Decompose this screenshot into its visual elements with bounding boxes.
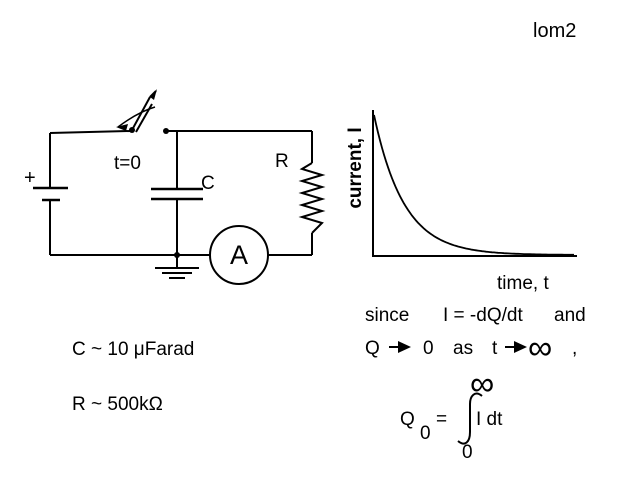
q-symbol: Q [365,338,380,359]
capacitor-label: C [201,173,215,194]
as-word: as [453,338,473,359]
explanation-text: since I = -dQ/dt and Q 0 as t ∞ , [365,305,586,367]
ammeter-circle [209,225,269,285]
integral-lhs-subscript: 0 [420,423,431,444]
capacitance-value: C ~ 10 μFarad [72,339,194,360]
wire-top-left [49,130,131,134]
switch-label: t=0 [114,153,141,174]
current-vs-time-graph: current, I time, t [345,110,577,294]
graph-ylabel: current, I [345,127,366,208]
decay-curve [373,114,574,256]
integrand: I dt [476,409,503,430]
since-word: since [365,305,409,326]
current-relation: I = -dQ/dt [443,305,523,326]
switch-pivot-dot [129,127,135,133]
integral-lhs-q: Q [400,409,415,430]
and-word: and [554,305,586,326]
right-arrow-icon [398,341,411,353]
battery-plus-label: + [24,167,36,189]
switch-arc-icon [117,106,156,128]
zero-value: 0 [423,338,434,359]
junction-dot [174,252,180,258]
switch-arrow-icon [150,89,157,100]
switch-lever [131,96,151,131]
integral-lower-limit: 0 [462,442,473,463]
resistor-label: R [275,151,289,172]
right-arrow-icon [514,341,527,353]
comma: , [572,338,577,359]
integral-equation: Q 0 = ∞ I dt 0 [400,365,503,463]
switch-contact-dot [163,128,169,134]
integral-equals: = [436,409,447,430]
t-symbol: t [492,338,498,359]
resistor-zigzag [298,162,326,234]
slide-id: lom2 [533,20,576,42]
integral-upper-limit: ∞ [470,365,494,403]
graph-xlabel: time, t [497,273,549,294]
integral-sign-icon [457,392,483,445]
switch-arc-arrow-icon [116,124,128,131]
resistance-value: R ~ 500kΩ [72,394,163,415]
ammeter-label: A [230,240,248,270]
infinity-symbol: ∞ [528,329,552,367]
